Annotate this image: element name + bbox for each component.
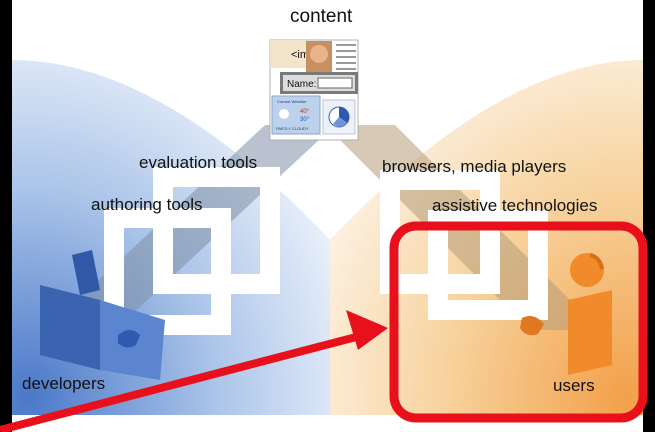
browsers-media-players-label: browsers, media players (382, 157, 567, 176)
assistive-technologies-frame (428, 210, 548, 320)
users-label: users (553, 376, 595, 395)
evaluation-tools-label: evaluation tools (139, 153, 258, 172)
authoring-tools-label: authoring tools (91, 195, 203, 214)
users-highlight-box (389, 221, 648, 423)
developer-figure-icon (40, 250, 165, 380)
content-label: content (290, 6, 353, 27)
authoring-tools-frame (104, 208, 231, 335)
svg-text:Current Weather: Current Weather (277, 99, 307, 104)
cloud-icon (279, 109, 289, 119)
svg-text:40°: 40° (300, 109, 310, 115)
name-input-icon (317, 77, 353, 89)
svg-text:30°: 30° (300, 117, 310, 123)
red-arrow-icon (0, 310, 388, 432)
svg-text:PARTLY CLOUDY: PARTLY CLOUDY (276, 126, 309, 131)
name-field-label: Name: (287, 79, 316, 90)
assistive-technologies-label: assistive technologies (432, 196, 598, 215)
developers-label: developers (22, 374, 106, 393)
weather-widget (271, 95, 321, 135)
user-figure-icon (520, 253, 612, 375)
img-tag-badge (270, 40, 306, 68)
content-card: <img Name: Current Weather 40° 30° PARTL… (269, 39, 359, 141)
